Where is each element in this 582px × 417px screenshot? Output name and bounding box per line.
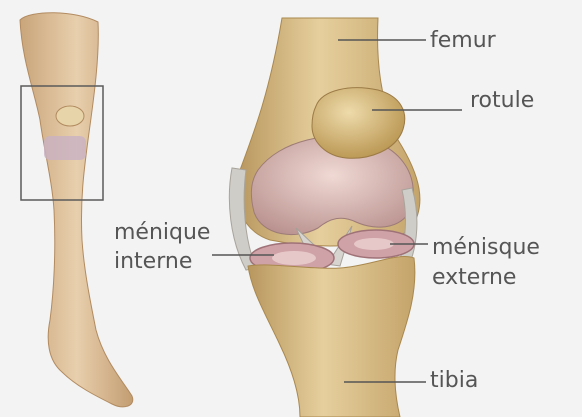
menisque-externe-line-1: ménisque	[432, 233, 540, 263]
leg-shape	[20, 13, 133, 407]
menique-interne-line-2: interne	[114, 247, 210, 276]
leg-overview	[20, 13, 133, 407]
tibia-bone	[248, 257, 415, 417]
menique-interne-line-1: ménique	[114, 218, 210, 247]
tibia-label: tibia	[430, 370, 478, 392]
menisque-externe-line-2: externe	[432, 263, 540, 293]
small-knee-joint	[44, 136, 86, 160]
femur-label: femur	[430, 30, 496, 52]
small-patella	[56, 106, 84, 126]
rotule-label: rotule	[470, 90, 534, 112]
lateral-meniscus-inner	[354, 238, 394, 250]
menisque-externe-label: ménisque externe	[432, 233, 540, 293]
medial-meniscus-inner	[272, 251, 316, 265]
knee-detail	[229, 18, 420, 417]
menique-interne-label: ménique interne	[114, 218, 210, 276]
